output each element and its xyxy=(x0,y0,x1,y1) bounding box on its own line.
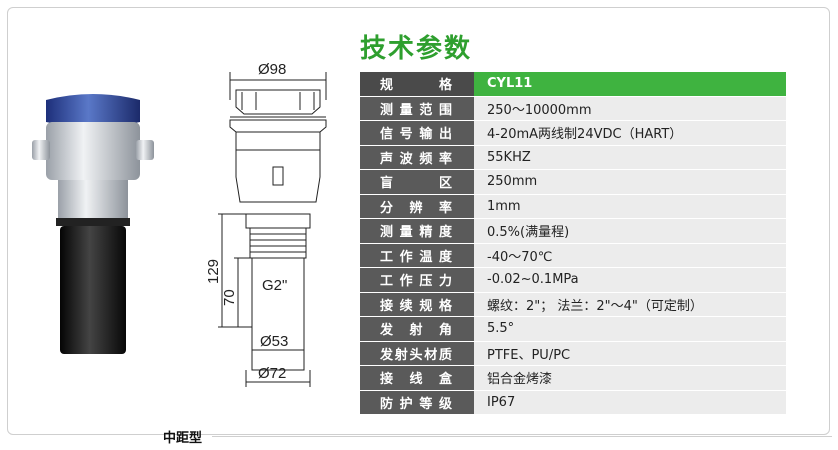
table-row: 测量范围 250～10000mm xyxy=(360,96,786,121)
spec-value: 0.5%(满量程) xyxy=(474,219,786,244)
spec-label: 盲区 xyxy=(360,170,474,195)
table-row: 盲区 250mm xyxy=(360,170,786,195)
page-frame xyxy=(7,7,830,435)
spec-label: 防护等级 xyxy=(360,390,474,415)
table-row: 信号输出 4-20mA两线制24VDC（HART） xyxy=(360,121,786,146)
section-title: 技术参数 xyxy=(360,34,473,64)
dim-h129: 129 xyxy=(205,259,222,284)
dim-d72: Ø72 xyxy=(258,365,286,382)
table-row: 接线盒 铝合金烤漆 xyxy=(360,366,786,391)
table-row: 接续规格 螺纹：2"； 法兰：2"～4"（可定制） xyxy=(360,292,786,317)
table-row: 发射角 5.5° xyxy=(360,317,786,342)
table-row: 规格 CYL11 xyxy=(360,72,786,97)
table-row: 测量精度 0.5%(满量程) xyxy=(360,219,786,244)
dimension-drawing: Ø98 G2" Ø53 Ø72 129 70 xyxy=(205,61,327,387)
spec-value: 250mm xyxy=(474,170,786,195)
dim-g2: G2" xyxy=(262,277,287,294)
table-row: 声波频率 55KHZ xyxy=(360,145,786,170)
spec-value: 铝合金烤漆 xyxy=(474,366,786,391)
spec-value: IP67 xyxy=(474,390,786,415)
spec-label: 测量范围 xyxy=(360,96,474,121)
spec-label: 工作温度 xyxy=(360,243,474,268)
caption: 中距型 xyxy=(163,431,203,446)
product-photo xyxy=(32,94,154,354)
spec-label: 测量精度 xyxy=(360,219,474,244)
spec-label: 分辨率 xyxy=(360,194,474,219)
spec-label: 工作压力 xyxy=(360,268,474,293)
table-row: 发射头材质 PTFE、PU/PC xyxy=(360,341,786,366)
spec-value: CYL11 xyxy=(474,72,786,97)
dim-d53: Ø53 xyxy=(260,333,288,350)
spec-value: 4-20mA两线制24VDC（HART） xyxy=(474,121,786,146)
dim-d98: Ø98 xyxy=(258,61,286,78)
table-row: 工作压力 -0.02~0.1MPa xyxy=(360,268,786,293)
spec-label: 发射头材质 xyxy=(360,341,474,366)
spec-value: 250～10000mm xyxy=(474,96,786,121)
spec-value: 1mm xyxy=(474,194,786,219)
table-row: 分辨率 1mm xyxy=(360,194,786,219)
spec-value: PTFE、PU/PC xyxy=(474,341,786,366)
spec-value: 5.5° xyxy=(474,317,786,342)
spec-value: -0.02~0.1MPa xyxy=(474,268,786,293)
spec-value: -40～70℃ xyxy=(474,243,786,268)
table-row: 工作温度 -40～70℃ xyxy=(360,243,786,268)
spec-value: 55KHZ xyxy=(474,145,786,170)
spec-table: 规格 CYL11 测量范围 250～10000mm 信号输出 4-20mA两线制… xyxy=(360,72,786,415)
dim-h70: 70 xyxy=(221,289,238,306)
table-row: 防护等级 IP67 xyxy=(360,390,786,415)
caption-divider xyxy=(212,436,832,437)
spec-label: 接线盒 xyxy=(360,366,474,391)
spec-label: 规格 xyxy=(360,72,474,97)
spec-label: 信号输出 xyxy=(360,121,474,146)
spec-label: 发射角 xyxy=(360,317,474,342)
spec-value: 螺纹：2"； 法兰：2"～4"（可定制） xyxy=(474,292,786,317)
spec-label: 声波频率 xyxy=(360,145,474,170)
spec-label: 接续规格 xyxy=(360,292,474,317)
